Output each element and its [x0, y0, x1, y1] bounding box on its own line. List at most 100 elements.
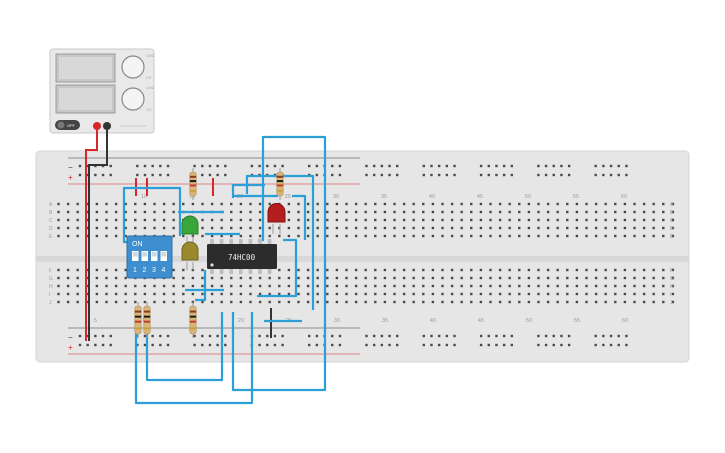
breadboard-hole: [566, 292, 569, 296]
breadboard-hole: [594, 164, 597, 168]
column-number: 45: [477, 194, 483, 200]
breadboard-hole: [166, 343, 170, 347]
breadboard-hole: [445, 334, 449, 338]
breadboard-hole: [182, 276, 185, 280]
current-knob[interactable]: [121, 87, 145, 111]
breadboard-hole: [326, 226, 329, 230]
breadboard-hole: [560, 173, 563, 177]
breadboard-hole: [208, 173, 212, 177]
breadboard-hole: [76, 268, 79, 272]
breadboard-hole: [623, 268, 627, 272]
breadboard-hole: [437, 164, 441, 168]
row-letter: E: [49, 234, 53, 240]
breadboard-hole: [396, 334, 399, 338]
negative-terminal[interactable]: [103, 122, 111, 130]
breadboard-hole: [297, 276, 300, 280]
breadboard-hole: [365, 173, 368, 177]
breadboard-hole: [617, 173, 620, 177]
breadboard-hole: [487, 173, 490, 177]
breadboard-hole: [151, 164, 154, 168]
power-supply[interactable]: CH1 CV CH2 CC OFF: [49, 48, 155, 134]
breadboard-hole: [508, 218, 511, 222]
breadboard-hole: [498, 218, 502, 222]
breadboard-hole: [489, 268, 492, 272]
breadboard-hole: [193, 334, 196, 338]
resistor[interactable]: [189, 302, 197, 338]
breadboard-hole: [544, 334, 548, 338]
breadboard-hole: [249, 284, 252, 288]
breadboard-hole: [105, 268, 108, 272]
breadboard-hole: [441, 210, 444, 214]
breadboard-hole: [633, 218, 636, 222]
resistor[interactable]: [189, 168, 197, 200]
breadboard-hole: [316, 218, 319, 222]
breadboard-hole: [388, 173, 391, 177]
breadboard-hole: [671, 202, 675, 206]
breadboard-hole: [546, 268, 550, 272]
breadboard-hole: [331, 164, 334, 168]
breadboard-hole: [460, 292, 463, 296]
breadboard-hole: [460, 284, 463, 288]
breadboard-hole: [335, 292, 339, 296]
breadboard-hole: [502, 343, 506, 347]
rail-minus-label: −: [68, 163, 73, 172]
voltage-knob[interactable]: [121, 55, 145, 79]
breadboard-hole: [594, 218, 598, 222]
column-number: 60: [622, 318, 628, 324]
breadboard-hole: [78, 164, 82, 168]
breadboard-hole: [642, 234, 646, 238]
breadboard-hole: [422, 226, 425, 230]
breadboard-hole: [210, 292, 214, 296]
breadboard-hole: [151, 334, 154, 338]
breadboard-hole: [453, 343, 456, 347]
breadboard-hole: [278, 226, 281, 230]
breadboard-hole: [527, 234, 531, 238]
breadboard-hole: [383, 300, 387, 304]
breadboard-hole: [609, 173, 613, 177]
breadboard-hole: [575, 218, 579, 222]
breadboard-hole: [623, 210, 627, 214]
breadboard-hole: [450, 234, 454, 238]
breadboard-hole: [114, 268, 118, 272]
column-number: 35: [382, 318, 388, 324]
breadboard-hole: [431, 268, 435, 272]
breadboard-hole: [114, 226, 118, 230]
breadboard-hole: [208, 343, 212, 347]
breadboard-hole: [258, 284, 262, 288]
rail-plus-label: +: [68, 173, 73, 182]
breadboard-hole: [354, 210, 358, 214]
ic-chip-74hc00[interactable]: 74HC00: [207, 239, 277, 274]
breadboard-hole: [258, 300, 262, 304]
power-wires[interactable]: [85, 130, 108, 341]
resistor[interactable]: [276, 168, 284, 200]
column-number: 25: [285, 194, 291, 200]
positive-terminal[interactable]: [93, 122, 101, 130]
breadboard-hole: [445, 173, 449, 177]
breadboard-hole: [671, 234, 675, 238]
chip-pin: [229, 239, 233, 245]
breadboard-hole: [191, 292, 195, 296]
led-olive[interactable]: [181, 241, 199, 270]
breadboard-hole: [567, 173, 571, 177]
breadboard-hole: [422, 300, 425, 304]
resistor[interactable]: [134, 302, 142, 338]
breadboard-hole: [393, 234, 396, 238]
breadboard-hole: [431, 210, 435, 214]
breadboard-hole: [380, 164, 384, 168]
breadboard-hole: [345, 210, 348, 214]
breadboard-hole: [182, 300, 185, 304]
breadboard-hole: [642, 268, 646, 272]
breadboard-hole: [460, 218, 463, 222]
breadboard-hole: [585, 292, 588, 296]
breadboard-hole: [604, 234, 607, 238]
breadboard-hole: [487, 343, 490, 347]
breadboard-hole: [383, 202, 387, 206]
breadboard-hole: [489, 226, 492, 230]
breadboard-hole: [308, 343, 311, 347]
row-letter: A: [49, 202, 53, 208]
led-red[interactable]: [267, 203, 286, 235]
breadboard-hole: [143, 226, 147, 230]
resistor[interactable]: [143, 302, 151, 338]
breadboard-hole: [623, 234, 627, 238]
